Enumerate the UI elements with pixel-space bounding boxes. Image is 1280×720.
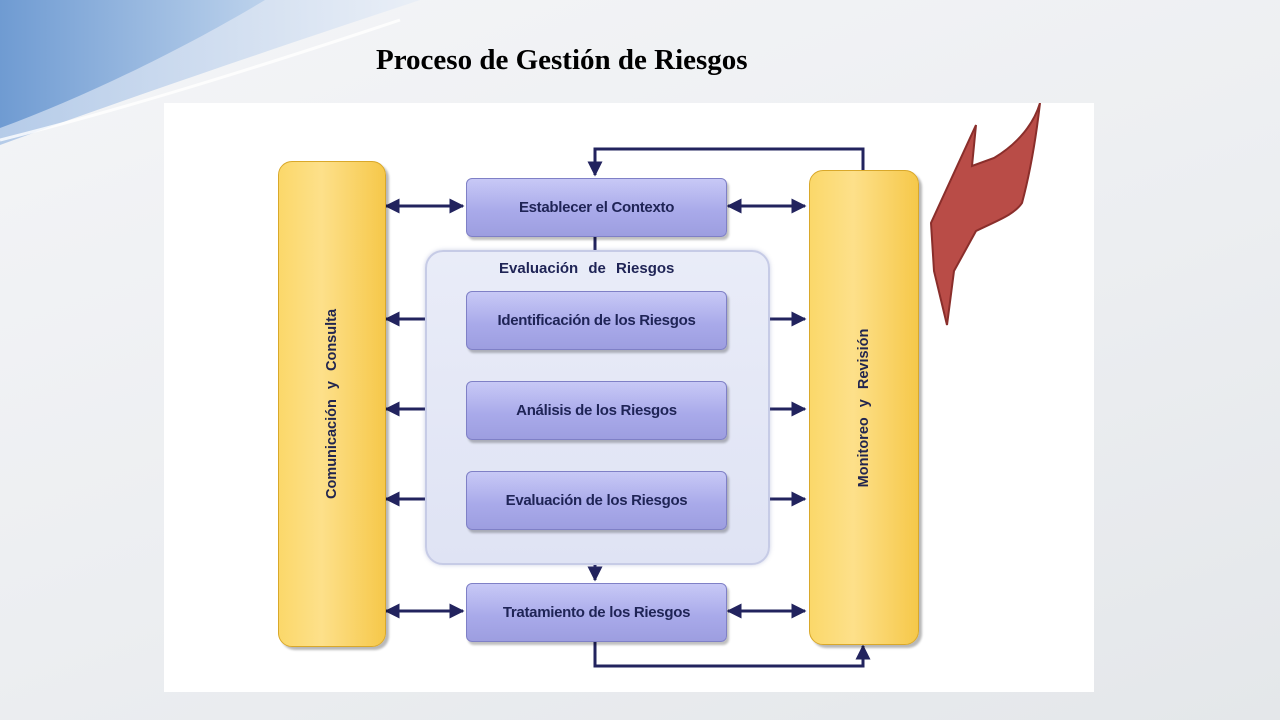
risk-assessment-group-label: Evaluación de Riesgos <box>499 260 675 277</box>
callout-arrow-icon <box>929 103 1041 326</box>
slide-title: Proceso de Gestión de Riesgos <box>376 44 748 76</box>
step-risk-treatment: Tratamiento de los Riesgos <box>466 583 727 642</box>
step-risk-evaluation: Evaluación de los Riesgos <box>466 471 727 530</box>
step-risk-analysis: Análisis de los Riesgos <box>466 381 727 440</box>
step-label: Establecer el Contexto <box>518 199 675 216</box>
step-label: Identificación de los Riesgos <box>497 312 696 329</box>
step-risk-identification: Identificación de los Riesgos <box>466 291 727 350</box>
step-label: Tratamiento de los Riesgos <box>502 604 691 621</box>
communication-consultation-bar: Comunicación y Consulta <box>278 161 386 647</box>
monitoring-review-bar: Monitoreo y Revisión <box>809 170 919 645</box>
step-establish-context: Establecer el Contexto <box>466 178 727 237</box>
diagram-panel: Comunicación y Consulta Evaluación de Ri… <box>164 103 1094 692</box>
step-label: Análisis de los Riesgos <box>516 402 677 419</box>
step-label: Evaluación de los Riesgos <box>505 492 688 509</box>
